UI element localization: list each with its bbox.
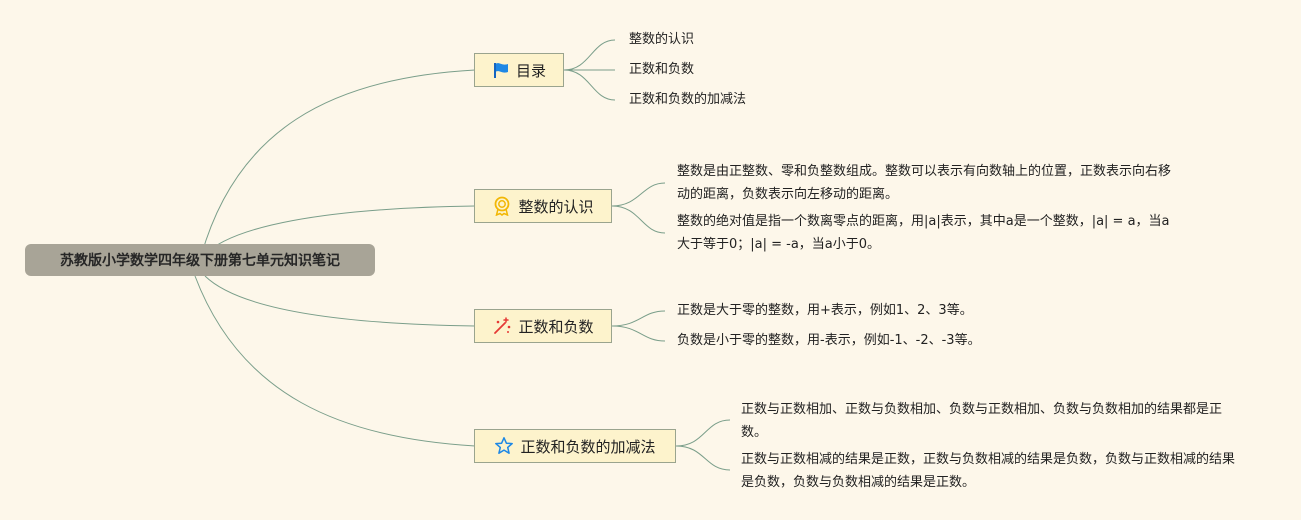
- sparkle-icon: [494, 317, 511, 334]
- root-title: 苏教版小学数学四年级下册第七单元知识笔记: [60, 253, 340, 269]
- branch-integers[interactable]: 整数的认识: [474, 189, 612, 223]
- branch-label: 正数和负数: [518, 317, 594, 336]
- branch-label: 正数和负数的加减法: [520, 437, 656, 456]
- toc-item[interactable]: 正数和负数: [629, 62, 695, 77]
- pos-neg-item[interactable]: 负数是小于零的整数，用-表示，例如-1、-2、-3等。: [677, 333, 981, 348]
- star-icon: [495, 437, 514, 454]
- branch-toc[interactable]: 目录: [474, 53, 564, 87]
- branch-label: 目录: [515, 61, 546, 80]
- pos-neg-item[interactable]: 正数是大于零的整数，用+表示，例如1、2、3等。: [677, 303, 973, 318]
- medal-icon: [495, 196, 510, 216]
- branch-pos-neg[interactable]: 正数和负数: [474, 309, 612, 343]
- integers-item[interactable]: 整数是由正整数、零和负整数组成。整数可以表示有向数轴上的位置，正数表示向右移动的…: [677, 164, 1172, 202]
- add-sub-item[interactable]: 正数与正数相减的结果是正数，正数与负数相减的结果是负数，负数与正数相减的结果是负…: [741, 452, 1236, 490]
- branch-label: 整数的认识: [518, 197, 594, 216]
- toc-item[interactable]: 整数的认识: [629, 32, 695, 47]
- integers-item[interactable]: 整数的绝对值是指一个数离零点的距离，用|a|表示，其中a是一个整数，|a| = …: [677, 214, 1170, 252]
- flag-icon: [493, 63, 508, 78]
- branch-add-sub[interactable]: 正数和负数的加减法: [474, 429, 676, 463]
- add-sub-item[interactable]: 正数与正数相加、正数与负数相加、负数与正数相加、负数与负数相加的结果都是正数。: [741, 402, 1223, 440]
- toc-item[interactable]: 正数和负数的加减法: [629, 92, 747, 107]
- root-node[interactable]: 苏教版小学数学四年级下册第七单元知识笔记: [25, 244, 375, 276]
